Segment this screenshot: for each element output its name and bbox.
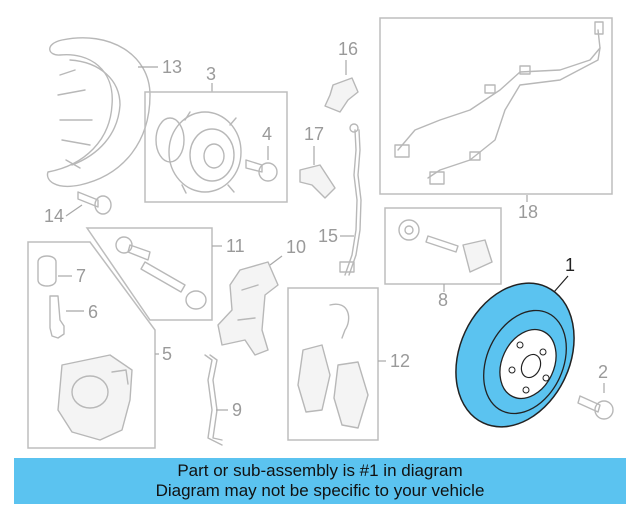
callout-4: 4 [262, 124, 272, 144]
part-8-hardware [398, 219, 493, 273]
hardware-box [384, 207, 502, 285]
part-16-bracket [324, 77, 359, 113]
caliper-box [27, 241, 156, 449]
part-6-bleeder [49, 295, 65, 339]
part-7-boot [37, 255, 57, 287]
part-17-sensor [299, 164, 336, 199]
callout-7: 7 [76, 266, 86, 286]
part-2-bolt [577, 395, 614, 420]
part-14-bolt [77, 191, 112, 215]
callout-11: 11 [226, 236, 245, 256]
callout-12: 12 [390, 351, 410, 371]
part-1-brake-rotor [455, 282, 575, 428]
callout-14: 14 [44, 206, 64, 226]
callout-10: 10 [286, 237, 306, 257]
callout-17: 17 [304, 124, 324, 144]
guide-pin-box [85, 227, 213, 321]
harness-box [379, 17, 613, 195]
callout-5: 5 [162, 344, 172, 364]
callout-3: 3 [206, 64, 216, 84]
info-banner: Part or sub-assembly is #1 in diagram Di… [14, 458, 626, 504]
part-10-caliper-bracket [217, 261, 279, 356]
part-4-bolt [245, 159, 278, 182]
callout-18: 18 [518, 202, 538, 222]
part-13-dust-shield [46, 37, 158, 187]
part-3-hub [155, 111, 242, 194]
callout-13: 13 [162, 57, 182, 77]
callout-8: 8 [438, 290, 448, 310]
part-11-guide-pins [115, 236, 207, 310]
callout-6: 6 [88, 302, 98, 322]
callout-9: 9 [232, 400, 242, 420]
hub-assembly-box [144, 91, 288, 203]
part-15-brake-hose [339, 123, 362, 276]
banner-line-2: Diagram may not be specific to your vehi… [155, 481, 485, 500]
callout-15: 15 [318, 226, 338, 246]
part-12-brake-pads [297, 303, 369, 429]
callout-2: 2 [598, 362, 608, 382]
brake-pad-box [287, 287, 379, 441]
part-5-caliper [57, 354, 133, 441]
callout-1: 1 [565, 255, 575, 275]
banner-line-1: Part or sub-assembly is #1 in diagram [177, 461, 463, 480]
part-9-clip [204, 354, 223, 446]
part-18-harness [394, 21, 604, 185]
callout-16: 16 [338, 39, 358, 59]
